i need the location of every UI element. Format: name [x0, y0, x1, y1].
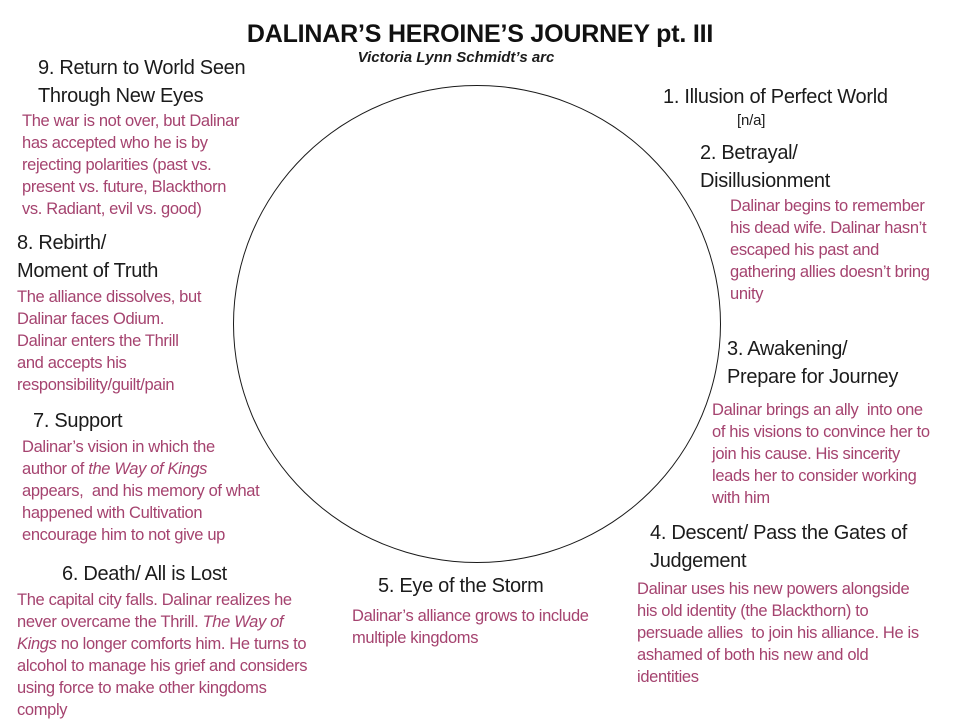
- stage-8-title: 8. Rebirth/ Moment of Truth: [17, 232, 159, 282]
- stage-1-description: [n/a]: [737, 112, 766, 129]
- page-title: DALINAR’S HEROINE’S JOURNEY pt. III: [246, 20, 714, 48]
- stage-5-title: 5. Eye of the Storm: [378, 575, 544, 597]
- stage-5-description: Dalinar’s alliance grows to include mult…: [352, 607, 589, 647]
- stage-8-description: The alliance dissolves, but Dalinar face…: [17, 288, 202, 394]
- journey-circle-shape: [233, 85, 721, 563]
- stage-2-description: Dalinar begins to remember his dead wife…: [730, 197, 930, 303]
- stage-6-description: The capital city falls. Dalinar realizes…: [17, 591, 308, 719]
- stage-7-description: Dalinar’s vision in which the author of …: [22, 438, 260, 544]
- stage-9-title: 9. Return to World Seen Through New Eyes: [38, 57, 246, 107]
- stage-1-title: 1. Illusion of Perfect World: [663, 86, 888, 108]
- stage-2-title: 2. Betrayal/ Disillusionment: [700, 142, 830, 192]
- stage-7-title: 7. Support: [33, 410, 123, 432]
- stage-4-title: 4. Descent/ Pass the Gates of Judgement: [650, 522, 907, 572]
- stage-9-description: The war is not over, but Dalinar has acc…: [22, 112, 240, 218]
- stage-3-description: Dalinar brings an ally into one of his v…: [712, 401, 930, 507]
- stage-4-description: Dalinar uses his new powers alongside hi…: [637, 580, 919, 686]
- stage-6-title: 6. Death/ All is Lost: [62, 563, 227, 585]
- stage-3-title: 3. Awakening/ Prepare for Journey: [727, 338, 899, 388]
- page-subtitle: Victoria Lynn Schmidt’s arc: [357, 49, 555, 66]
